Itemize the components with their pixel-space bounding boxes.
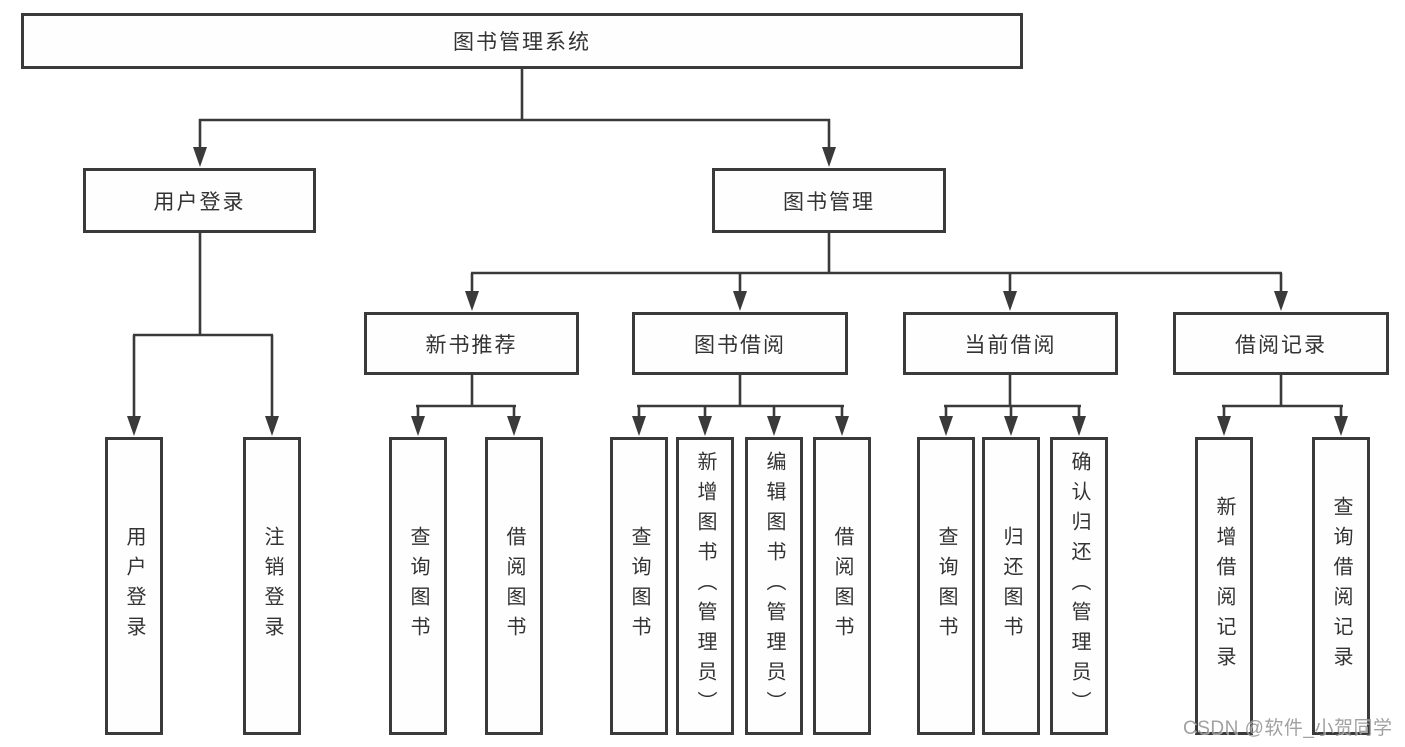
leaf-add-books-admin: 新增图书（管理员） — [676, 437, 734, 735]
arrow-down-icon — [1274, 291, 1288, 311]
arrow-down-icon — [939, 416, 953, 436]
node-current-borrowing: 当前借阅 — [903, 312, 1118, 375]
arrow-down-icon — [698, 416, 712, 436]
leaf-borrow-books-recommend: 借阅图书 — [485, 437, 543, 735]
arrow-down-icon — [1334, 416, 1348, 436]
node-library-management-system: 图书管理系统 — [21, 13, 1023, 69]
arrow-down-icon — [1217, 416, 1231, 436]
leaf-label: 查询图书 — [935, 526, 957, 646]
leaf-label: 用户登录 — [123, 526, 145, 646]
leaf-confirm-return-admin: 确认归还（管理员） — [1050, 437, 1108, 735]
arrow-down-icon — [767, 416, 781, 436]
arrow-down-icon — [411, 416, 425, 436]
leaf-user-login: 用户登录 — [105, 437, 163, 735]
node-label: 图书借阅 — [694, 333, 786, 357]
node-label: 图书管理系统 — [453, 31, 591, 54]
leaf-query-borrow-record: 查询借阅记录 — [1312, 437, 1370, 735]
leaf-logout: 注销登录 — [243, 437, 301, 735]
leaf-label: 归还图书 — [1000, 526, 1022, 646]
arrow-down-icon — [507, 416, 521, 436]
leaf-query-books-recommend: 查询图书 — [389, 437, 447, 735]
node-label: 用户登录 — [153, 190, 246, 214]
node-new-book-recommendation: 新书推荐 — [364, 312, 579, 375]
node-user-login: 用户登录 — [83, 168, 316, 233]
node-label: 新书推荐 — [425, 333, 518, 357]
arrow-down-icon — [193, 147, 207, 167]
tree-edges — [132, 69, 1343, 419]
leaf-label: 确认归还（管理员） — [1068, 451, 1090, 721]
leaf-label: 注销登录 — [261, 526, 283, 646]
node-borrowing-records: 借阅记录 — [1173, 312, 1389, 375]
arrow-down-icon — [632, 416, 646, 436]
arrow-down-icon — [127, 416, 141, 436]
arrow-down-icon — [265, 416, 279, 436]
leaf-label: 借阅图书 — [503, 526, 525, 646]
arrow-down-icon — [733, 291, 747, 311]
node-label: 借阅记录 — [1235, 333, 1327, 357]
node-label: 图书管理 — [783, 190, 875, 214]
leaf-query-books-current: 查询图书 — [917, 437, 975, 735]
arrow-down-icon — [1072, 416, 1086, 436]
leaf-label: 查询借阅记录 — [1330, 496, 1352, 676]
watermark: CSDN @软件_小贺同学 — [1183, 718, 1393, 739]
node-book-borrowing: 图书借阅 — [632, 312, 848, 375]
node-book-management: 图书管理 — [712, 168, 946, 233]
leaf-return-books: 归还图书 — [982, 437, 1040, 735]
arrow-down-icon — [465, 291, 479, 311]
leaf-label: 查询图书 — [628, 526, 650, 646]
leaf-label: 查询图书 — [407, 526, 429, 646]
leaf-label: 编辑图书（管理员） — [763, 451, 785, 721]
leaf-label: 新增图书（管理员） — [694, 451, 716, 721]
arrow-down-icon — [835, 416, 849, 436]
arrow-down-icon — [1003, 291, 1017, 311]
leaf-label: 新增借阅记录 — [1213, 496, 1235, 676]
leaf-query-books-borrowing: 查询图书 — [610, 437, 668, 735]
leaf-add-borrow-record: 新增借阅记录 — [1195, 437, 1253, 735]
leaf-label: 借阅图书 — [831, 526, 853, 646]
node-label: 当前借阅 — [964, 333, 1057, 357]
arrow-down-icon — [1004, 416, 1018, 436]
leaf-borrow-books: 借阅图书 — [813, 437, 871, 735]
arrowheads — [127, 147, 1348, 436]
leaf-edit-books-admin: 编辑图书（管理员） — [745, 437, 803, 735]
arrow-down-icon — [822, 147, 836, 167]
